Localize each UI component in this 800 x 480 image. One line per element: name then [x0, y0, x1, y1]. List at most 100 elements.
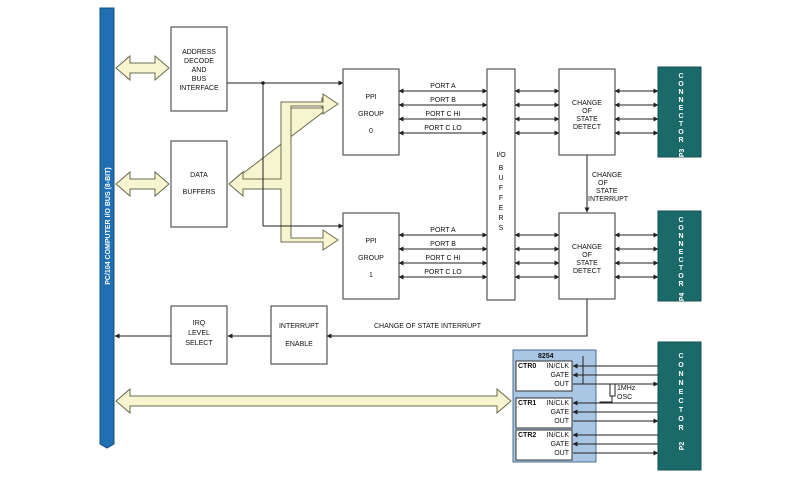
connector-letter: C [678, 113, 683, 120]
cos0-line-1: CHANGE [572, 100, 602, 107]
connector-letter: E [679, 249, 684, 256]
ppi0-port-clo-label: PORT C LO [424, 125, 462, 132]
int-enable-line-2: ENABLE [285, 341, 313, 348]
address-line-2: DECODE [184, 58, 214, 65]
connector-pin-label: P3 [679, 149, 686, 158]
io-buffers-block: I/O B U F F E R S [486, 68, 516, 301]
oscillator-1mhz: 1MHz OSC [599, 383, 636, 403]
cos0-line-4: DETECT [573, 124, 602, 131]
connector-letter: O [678, 81, 684, 88]
connector-pin-label: P2 [679, 442, 686, 451]
io-buffers-letter: E [499, 205, 504, 212]
data-buffers-line-2: BUFFERS [183, 189, 216, 196]
connector-letter: N [678, 371, 683, 378]
connector-letter: R [678, 281, 683, 288]
ppi-group-1: PPI GROUP 1 [342, 212, 400, 300]
io-buffers-letter: I/O [496, 152, 506, 159]
io-buffers-letter: F [499, 185, 503, 192]
connector-letter: N [678, 380, 683, 387]
pc104-bus: PC/104 COMPUTER I/O BUS (8-BIT) [99, 7, 115, 449]
ctr2-label: CTR2 [518, 432, 536, 439]
cos-interrupt-label: CHANGE OF STATE INTERRUPT [374, 323, 482, 330]
ppi0-line-2: GROUP [358, 111, 384, 118]
connector-letter: C [678, 73, 683, 80]
cos0-line-3: STATE [576, 116, 598, 123]
irq-line-3: SELECT [185, 340, 213, 347]
cos-int-line-4: INTERRUPT [588, 196, 629, 203]
ppi1-line-3: 1 [369, 272, 373, 279]
ppi1-port-b-label: PORT B [430, 241, 456, 248]
ppi1-line-2: GROUP [358, 255, 384, 262]
ppi0-line-1: PPI [365, 94, 376, 101]
ctr0-pin-out: OUT [554, 381, 570, 388]
connector-letter: T [679, 121, 684, 128]
connector-letter: O [678, 225, 684, 232]
connector-letter: N [678, 241, 683, 248]
connector-letter: E [679, 389, 684, 396]
ctr1-pin-out: OUT [554, 418, 570, 425]
connector-letter: O [678, 362, 684, 369]
iobuf-cos0-lines [514, 88, 560, 136]
ppi1-port-a-label: PORT A [430, 227, 456, 234]
address-line-1: ADDRESS [182, 49, 216, 56]
ctr0-label: CTR0 [518, 363, 536, 370]
ppi-group-0: PPI GROUP 0 [342, 68, 400, 156]
ppi1-port-chi-label: PORT C HI [425, 255, 460, 262]
connector-letter: R [678, 137, 683, 144]
connector-p4: C O N N E C T O R P4 [657, 210, 702, 302]
cos0-line-2: OF [582, 108, 592, 115]
connector-p3: C O N N E C T O R P3 [657, 66, 702, 158]
connector-letter: E [679, 105, 684, 112]
connector-letter: C [678, 217, 683, 224]
ppi1-port-clo-label: PORT C LO [424, 269, 462, 276]
connector-p2: C O N N E C T O R P2 [657, 341, 702, 471]
irq-line-1: IRQ [193, 320, 206, 327]
ctr0-pin-gate: GATE [550, 372, 569, 379]
connector-letter: O [678, 416, 684, 423]
connector-letter: O [678, 273, 684, 280]
io-buffers-letter: R [498, 215, 503, 222]
ctr2-pin-clk: IN/CLK [546, 432, 569, 439]
cos-int-line-2: OF [598, 180, 608, 187]
ctr1-pin-gate: GATE [550, 409, 569, 416]
connector-letter: C [678, 257, 683, 264]
cos1-connector-lines [614, 232, 659, 280]
data-ppi-fork [228, 93, 339, 251]
connector-letter: T [679, 265, 684, 272]
cos1-line-4: DETECT [573, 268, 602, 275]
ctr2-pin-gate: GATE [550, 441, 569, 448]
connector-pin-label: P4 [679, 293, 686, 302]
ppi0-line-3: 0 [369, 128, 373, 135]
cos-int-line-1: CHANGE [592, 172, 622, 179]
cos-detect-1: CHANGE OF STATE DETECT [558, 212, 616, 300]
cos1-line-1: CHANGE [572, 244, 602, 251]
cos-int-line-3: STATE [596, 188, 618, 195]
address-decode-block: ADDRESS DECODE AND BUS INTERFACE [170, 26, 228, 112]
connector-letter: C [678, 398, 683, 405]
iobuf-cos1-lines [514, 232, 560, 280]
bus-counter-arrow [115, 387, 512, 415]
bus-address-arrow [115, 54, 170, 82]
connector-letter: N [678, 233, 683, 240]
data-buffers-block: DATA BUFFERS [170, 140, 228, 228]
io-buffers-letter: B [499, 165, 504, 172]
int-enable-line-1: INTERRUPT [279, 323, 320, 330]
ppi1-line-1: PPI [365, 238, 376, 245]
address-line-5: INTERFACE [179, 85, 219, 92]
cos1-line-2: OF [582, 252, 592, 259]
irq-line-2: LEVEL [188, 330, 210, 337]
connector-letter: N [678, 97, 683, 104]
address-line-3: AND [192, 67, 207, 74]
connector-letter: T [679, 407, 684, 414]
cos0-connector-lines [614, 88, 659, 136]
cos-interrupt-return: CHANGE OF STATE INTERRUPT [326, 299, 588, 339]
data-buffers-line-1: DATA [190, 172, 208, 179]
address-line-4: BUS [192, 76, 207, 83]
ppi0-port-lines: PORT A PORT B PORT C HI PORT C LO [398, 83, 488, 136]
connector-letter: N [678, 89, 683, 96]
connector-letter: C [678, 353, 683, 360]
ppi0-port-a-label: PORT A [430, 83, 456, 90]
osc-label: OSC [617, 394, 632, 401]
io-buffers-letter: F [499, 195, 503, 202]
